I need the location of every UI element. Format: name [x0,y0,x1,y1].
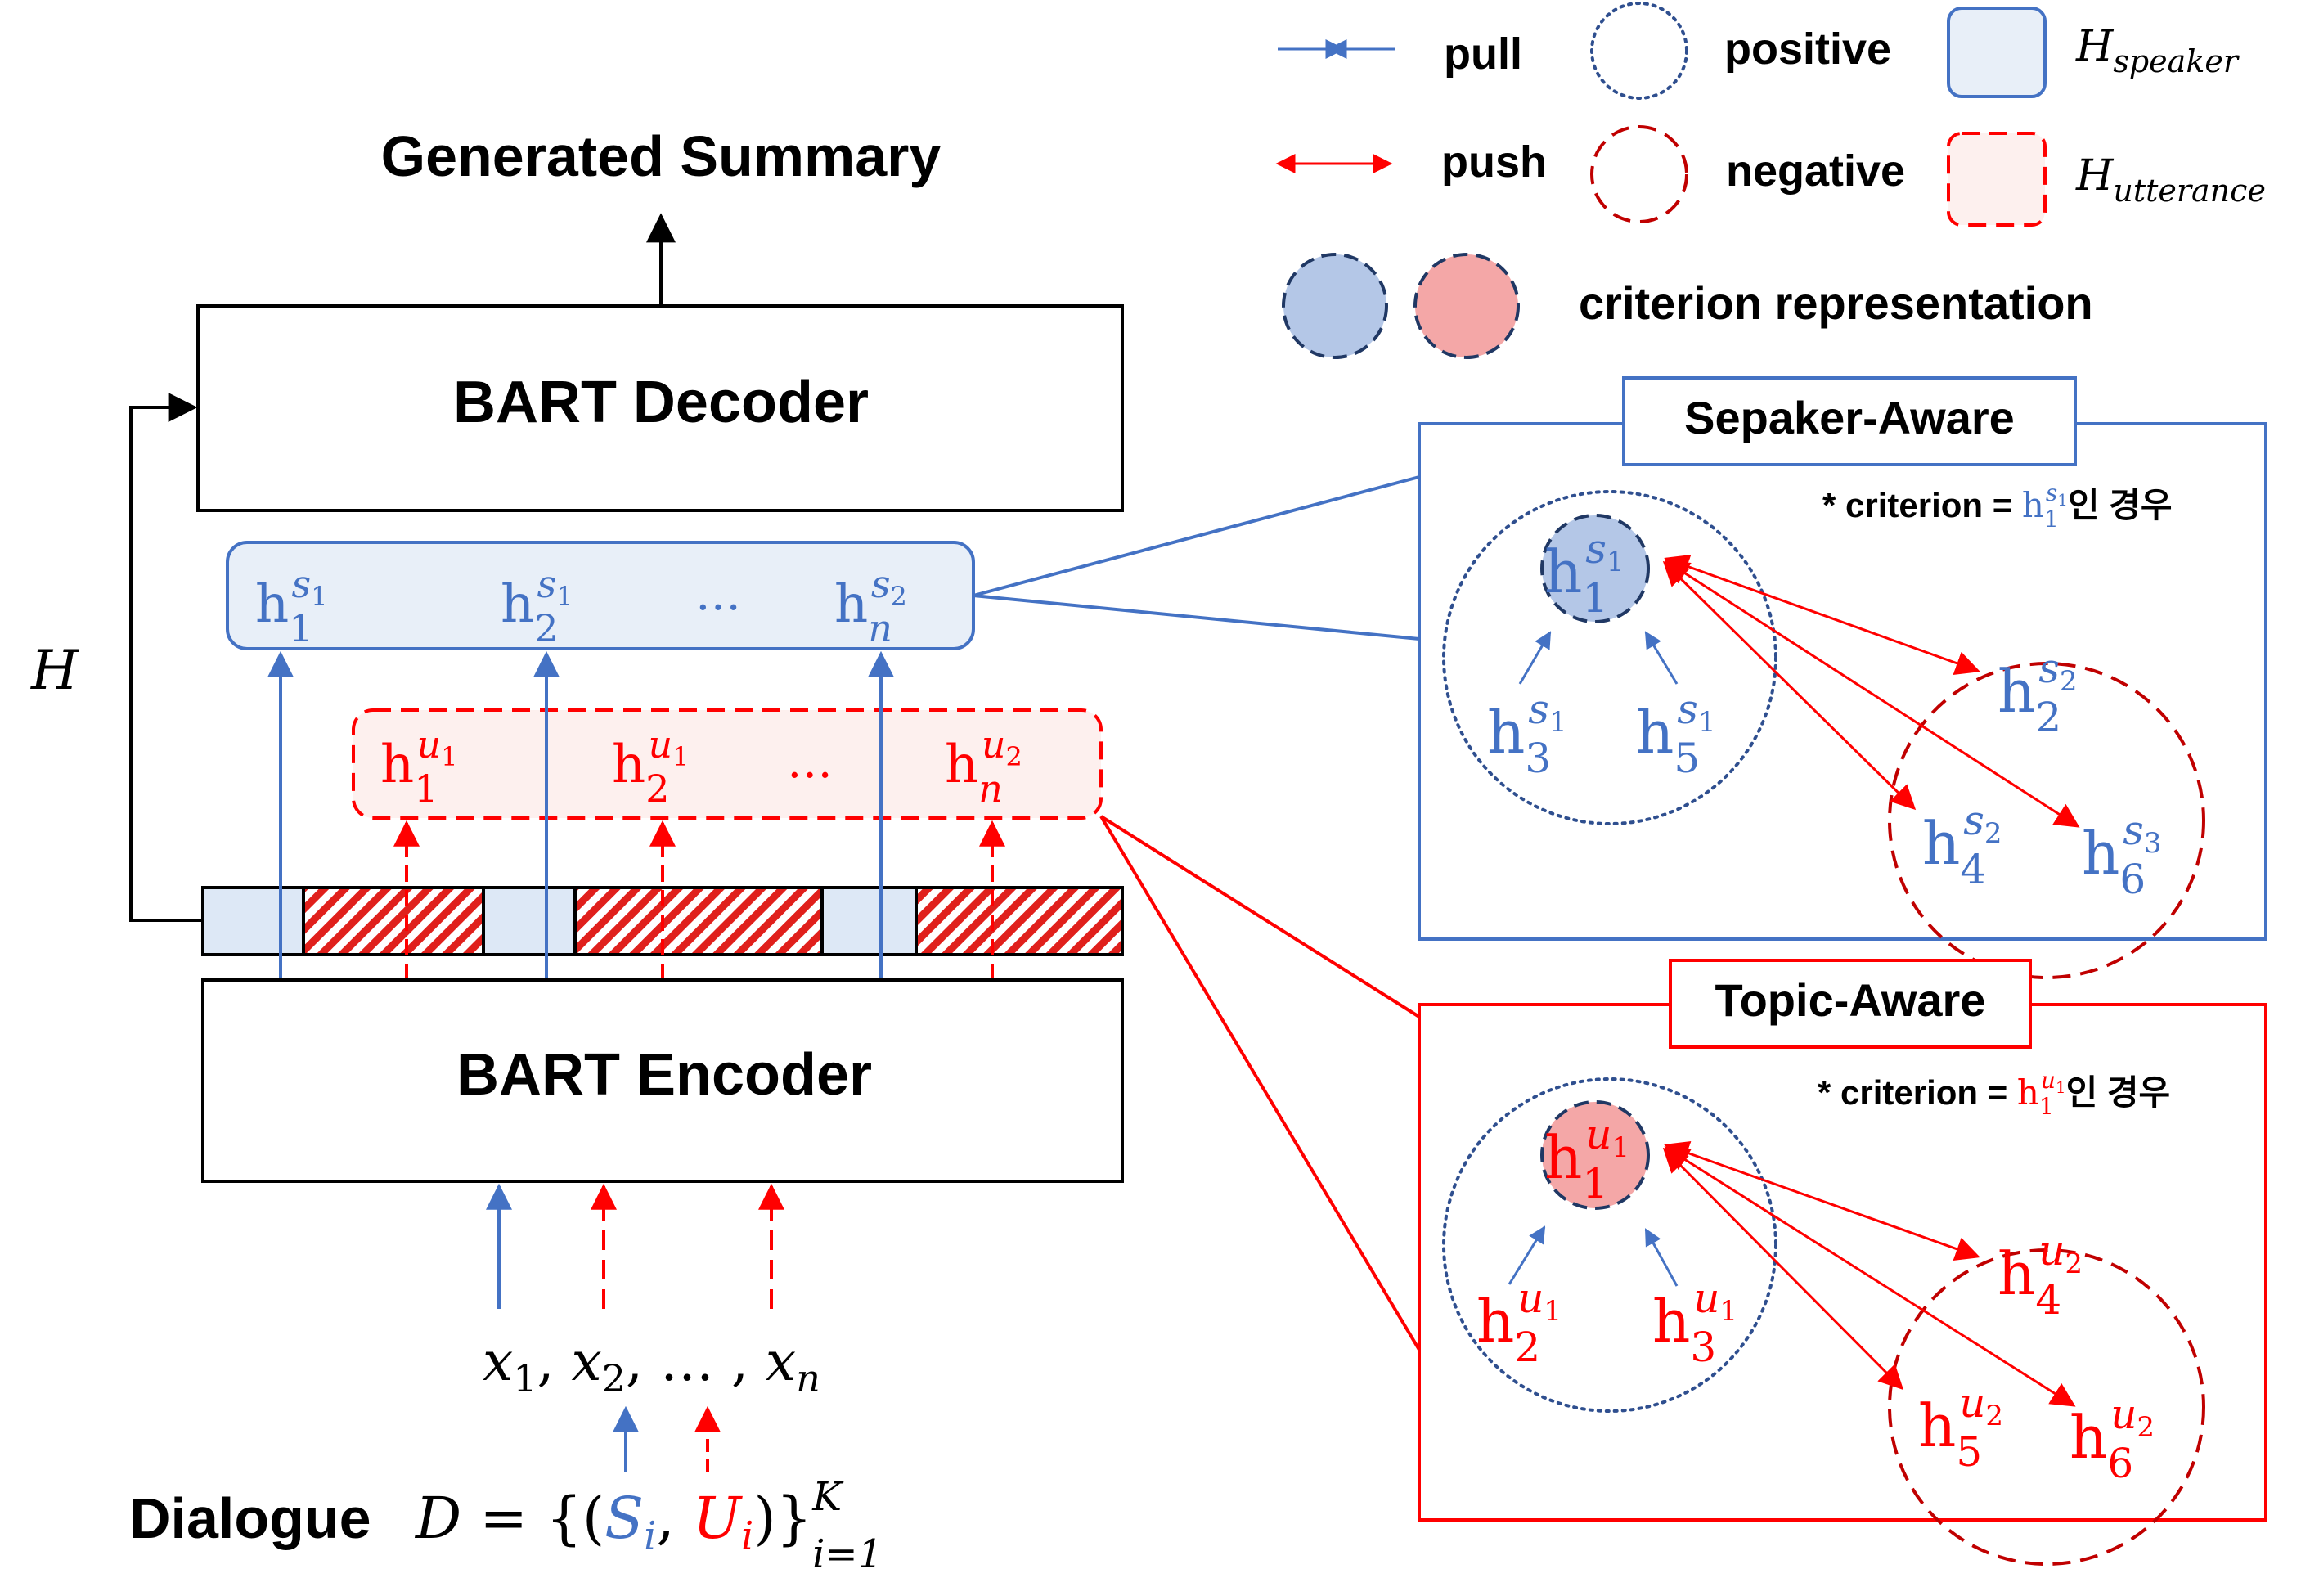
utterance-ellipsis: … [787,735,833,789]
legend: pull positive Hspeaker push negative Hut… [1275,2,2266,359]
svg-text:hns2: hns2 [834,562,907,650]
dialogue-label: Dialogue [129,1486,371,1550]
topic-panel-title-box [1669,959,2032,1049]
positive-circle-icon [1590,2,1688,100]
speaker-criterion-note: * criterion = h1s1인 경우 [1822,479,2173,533]
speaker-ellipsis: … [695,568,741,621]
input-sequence: x1, x2, … , xn [483,1330,820,1400]
criterion-red-circle-icon [1413,253,1520,359]
utterance-state-n: hnu2 [945,722,1022,811]
skip-connection-arrow [129,393,203,922]
topic-criterion-node [1540,1100,1650,1210]
svg-text:h1u1: h1u1 [380,722,458,811]
speaker-push-arrows [1662,555,2080,828]
topic-positive-1: h2u1 [1476,1275,1562,1371]
legend-positive-label: positive [1724,25,1891,74]
svg-text:h2u1: h2u1 [612,722,690,811]
utterance-tokens-2 [573,886,824,956]
speaker-state-1: h1s1 [255,562,327,650]
bart-encoder-box [201,978,1124,1183]
bart-decoder-box [196,304,1124,512]
topic-negative-1: h4u2 [1998,1227,2083,1324]
model: Generated Summary BART Decoder H h1s1 h2… [30,124,1124,1577]
topic-panel-title: Topic-Aware [1715,974,1986,1026]
input-arrows [486,1183,784,1309]
topic-push-arrows [1662,1140,2076,1407]
token-strip [201,886,1124,956]
speaker-negative-3: h6s3 [2082,807,2162,903]
bart-decoder-label: BART Decoder [453,370,869,435]
generated-summary-label: Generated Summary [381,124,942,188]
speaker-panel-title-box [1622,376,2077,466]
speaker-token-1 [201,886,305,956]
topic-negative-2: h5u2 [1918,1379,2003,1476]
speaker-criterion-node [1540,514,1650,623]
topic-pull-arrow-1 [1508,1225,1546,1285]
speaker-positive-1: h3s1 [1487,686,1567,782]
topic-criterion-note: * criterion = h1u1인 경우 [1818,1067,2170,1120]
legend-push-label: push [1441,137,1547,187]
legend-h-speaker: Hspeaker [2075,22,2240,79]
utterance-up-arrows [393,820,1005,980]
h-label: H [30,639,79,702]
legend-criterion-label: criterion representation [1579,277,2093,329]
legend-negative-label: negative [1726,146,1905,196]
svg-text:h2s1: h2s1 [501,562,573,650]
utterance-tokens-1 [302,886,485,956]
svg-text:h1s1: h1s1 [255,562,327,650]
speaker-token-3 [820,886,918,956]
topic-criterion-label: h1u1 [1544,1111,1629,1207]
legend-h-utterance: Hutterance [2075,151,2266,209]
h-utterance-swatch [1947,132,2047,227]
speaker-positive-2: h5s1 [1636,686,1716,782]
criterion-blue-circle-icon [1282,253,1388,359]
zoom-connectors [973,475,1421,1351]
speaker-state-2: h2s1 [501,562,573,650]
speaker-panel-title: Sepaker-Aware [1684,392,2015,443]
negative-circle-icon [1590,125,1688,223]
bart-encoder-label: BART Encoder [456,1042,872,1108]
topic-negative-3: h6u2 [2070,1391,2155,1487]
utterance-state-2: h2u1 [612,722,690,811]
speaker-up-arrows [267,650,894,980]
topic-positive-2: h3u1 [1652,1275,1737,1371]
speaker-negative-1: h2s2 [1998,645,2078,741]
speaker-negative-2: h4s2 [1922,797,2002,893]
h-speaker-swatch [1947,7,2047,98]
legend-pull-label: pull [1444,29,1522,79]
utterance-tokens-3 [915,886,1124,956]
speaker-criterion-label: h1s1 [1544,525,1625,622]
utterance-state-1: h1u1 [380,722,458,811]
speaker-state-n: hns2 [834,562,907,650]
speaker-aware-panel: Sepaker-Aware * criterion = h1s1인 경우 h1s… [1418,376,2267,979]
svg-text:hnu2: hnu2 [945,722,1022,811]
topic-aware-panel: Topic-Aware * criterion = h1u1인 경우 h1u1 … [1418,959,2267,1566]
speaker-token-2 [482,886,577,956]
speaker-pull-arrow-1 [1518,631,1552,685]
utterance-states-box [352,708,1103,820]
